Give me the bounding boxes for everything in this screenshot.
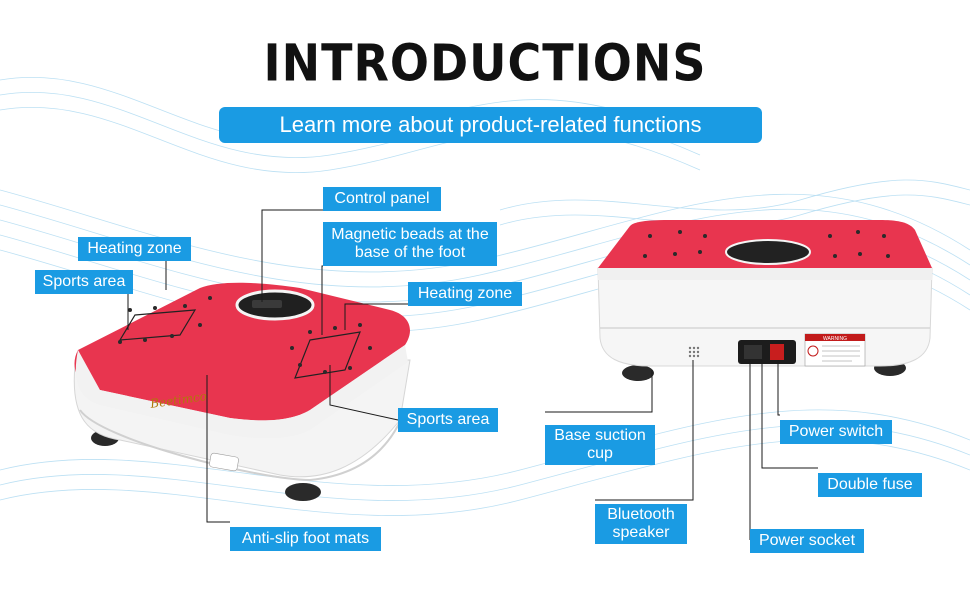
label-control-panel: Control panel	[323, 187, 441, 211]
label-sports-area-left: Sports area	[35, 270, 133, 294]
label-power-socket: Power socket	[750, 529, 864, 553]
label-power-switch: Power switch	[780, 420, 892, 444]
warning-sticker: WARNING	[823, 336, 847, 342]
vibration-plate-rear-view: WARNING	[597, 220, 933, 381]
label-heating-zone-left: Heating zone	[78, 237, 191, 261]
page-title: INTRODUCTIONS	[263, 33, 707, 93]
vibration-plate-front-view	[73, 282, 411, 501]
subtitle-banner: Learn more about product-related functio…	[219, 107, 762, 143]
label-sports-area-right: Sports area	[398, 408, 498, 432]
label-bluetooth: Bluetooth speaker	[595, 504, 687, 544]
label-heating-zone-right: Heating zone	[408, 282, 522, 306]
label-anti-slip: Anti-slip foot mats	[230, 527, 381, 551]
label-magnetic-beads: Magnetic beads at the base of the foot	[323, 222, 497, 266]
label-base-suction: Base suction cup	[545, 425, 655, 465]
label-double-fuse: Double fuse	[818, 473, 922, 497]
